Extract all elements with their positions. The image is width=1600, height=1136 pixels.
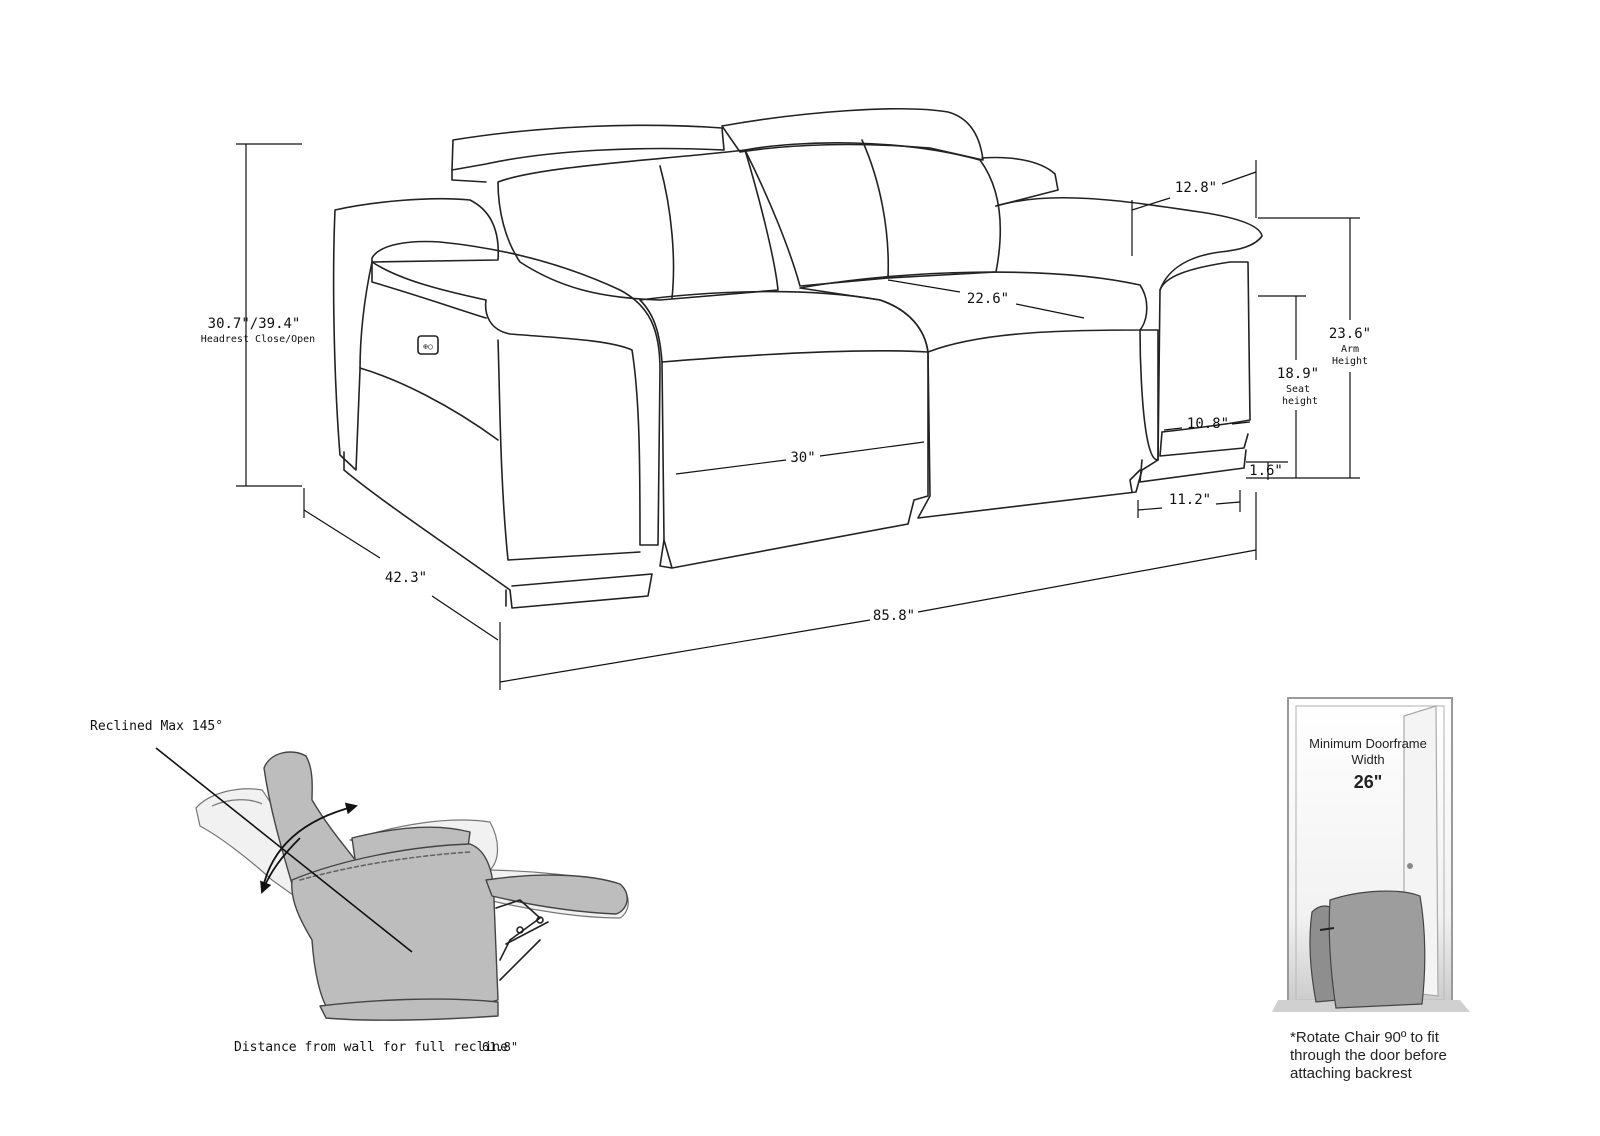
- recliner-body: [291, 843, 499, 1013]
- recline-angle-line: [155, 747, 413, 953]
- arm-height-note-2: Height: [1332, 356, 1368, 367]
- dimension-labels: 30.7"/39.4" Headrest Close/Open 42.3" 85…: [201, 180, 1371, 624]
- seat-height-label: 18.9": [1277, 366, 1319, 382]
- right-back-cushion: [744, 142, 1002, 287]
- doorframe-inset: Minimum Doorframe Width 26" *Rotate Chai…: [1272, 697, 1470, 1082]
- left-headrest: [451, 124, 725, 171]
- seat-height-note-1: Seat: [1286, 384, 1310, 395]
- rotated-chair-body: [1328, 890, 1426, 1009]
- right-headrest: [721, 108, 984, 161]
- sofa-drawing: ⊕○: [332, 108, 1263, 609]
- door-knob-icon: [1407, 863, 1413, 869]
- doorframe-width-value: 26": [1354, 772, 1383, 792]
- width-label: 85.8": [873, 608, 915, 624]
- recliner-illustration: Reclined Max 145° Distance from wall for…: [90, 719, 629, 1055]
- recliner-base: [319, 998, 499, 1021]
- rotate-note-3: attaching backrest: [1290, 1065, 1413, 1082]
- arm-width-top-label: 12.8": [1175, 180, 1217, 196]
- recline-arrow: [261, 802, 358, 893]
- base-width-label: 11.2": [1169, 492, 1211, 508]
- dimension-lines: [236, 143, 1360, 690]
- arm-height-note-1: Arm: [1341, 344, 1359, 355]
- leg-height-label: 1.6": [1249, 463, 1283, 479]
- right-arm: [995, 196, 1263, 461]
- total-height-label: 30.7"/39.4": [208, 316, 301, 332]
- recliner-footrest: [485, 874, 628, 915]
- total-height-note: Headrest Close/Open: [201, 334, 315, 345]
- right-seat-cushion: [799, 271, 1148, 353]
- doorframe-title-2: Width: [1351, 752, 1384, 767]
- right-seat-front: [917, 329, 1159, 519]
- doorframe-title-1: Minimum Doorframe: [1309, 736, 1427, 751]
- recline-angle-label: Reclined Max 145°: [90, 719, 223, 734]
- arm-height-label: 23.6": [1329, 326, 1371, 342]
- arm-width-lower-label: 10.8": [1187, 416, 1229, 432]
- wall-distance-value: 61.8": [482, 1040, 518, 1054]
- rotate-note-2: through the door before: [1290, 1047, 1447, 1064]
- seat-height-note-2: height: [1282, 396, 1318, 407]
- seat-width-label: 30": [790, 450, 815, 466]
- rotate-note-1: *Rotate Chair 90º to fit: [1290, 1029, 1440, 1046]
- left-back-cushion: [497, 149, 779, 301]
- power-button-icon: [417, 335, 439, 355]
- left-arm: [332, 197, 500, 471]
- wall-distance-label: Distance from wall for full recline: [234, 1040, 508, 1055]
- recline-mechanism: [495, 899, 549, 981]
- seat-depth-label: 22.6": [967, 291, 1009, 307]
- svg-text:⊕○: ⊕○: [423, 342, 433, 351]
- depth-label: 42.3": [385, 570, 427, 586]
